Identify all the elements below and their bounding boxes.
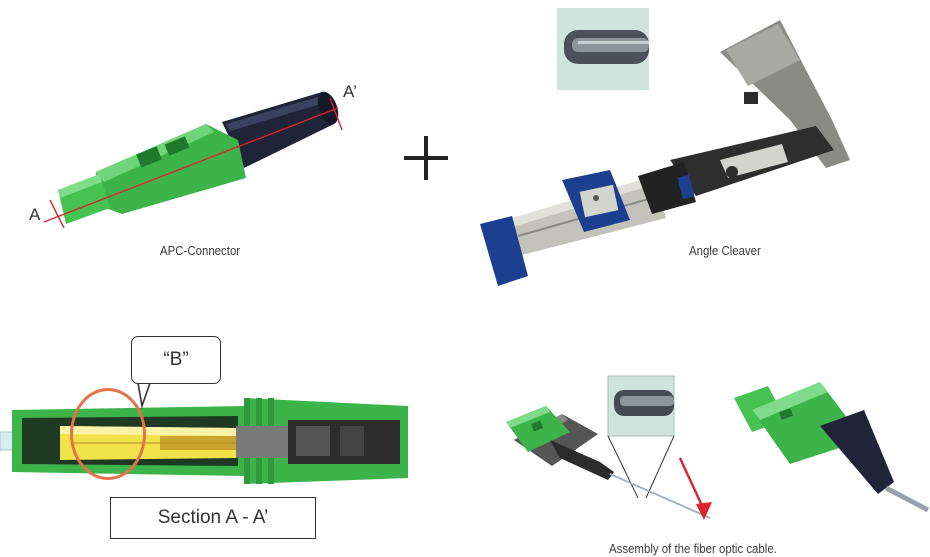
fiber-assembly-illustration bbox=[506, 375, 930, 520]
region-b-highlight-circle bbox=[70, 388, 146, 480]
angle-cleaver-illustration bbox=[480, 8, 850, 286]
section-title: Section A - A’ bbox=[110, 497, 316, 539]
callout-b-label: “B” bbox=[131, 336, 221, 384]
callout-pointer bbox=[137, 382, 151, 410]
connector-cross-section bbox=[0, 398, 408, 484]
angle-cleaver-caption: Angle Cleaver bbox=[689, 243, 761, 258]
section-label-a: A bbox=[29, 205, 41, 224]
apc-connector-illustration bbox=[43, 91, 343, 229]
assembly-caption: Assembly of the fiber optic cable. bbox=[609, 541, 777, 556]
section-label-a-prime: A’ bbox=[343, 82, 357, 101]
apc-connector-caption: APC-Connector bbox=[160, 243, 241, 258]
plus-symbol bbox=[404, 136, 448, 180]
